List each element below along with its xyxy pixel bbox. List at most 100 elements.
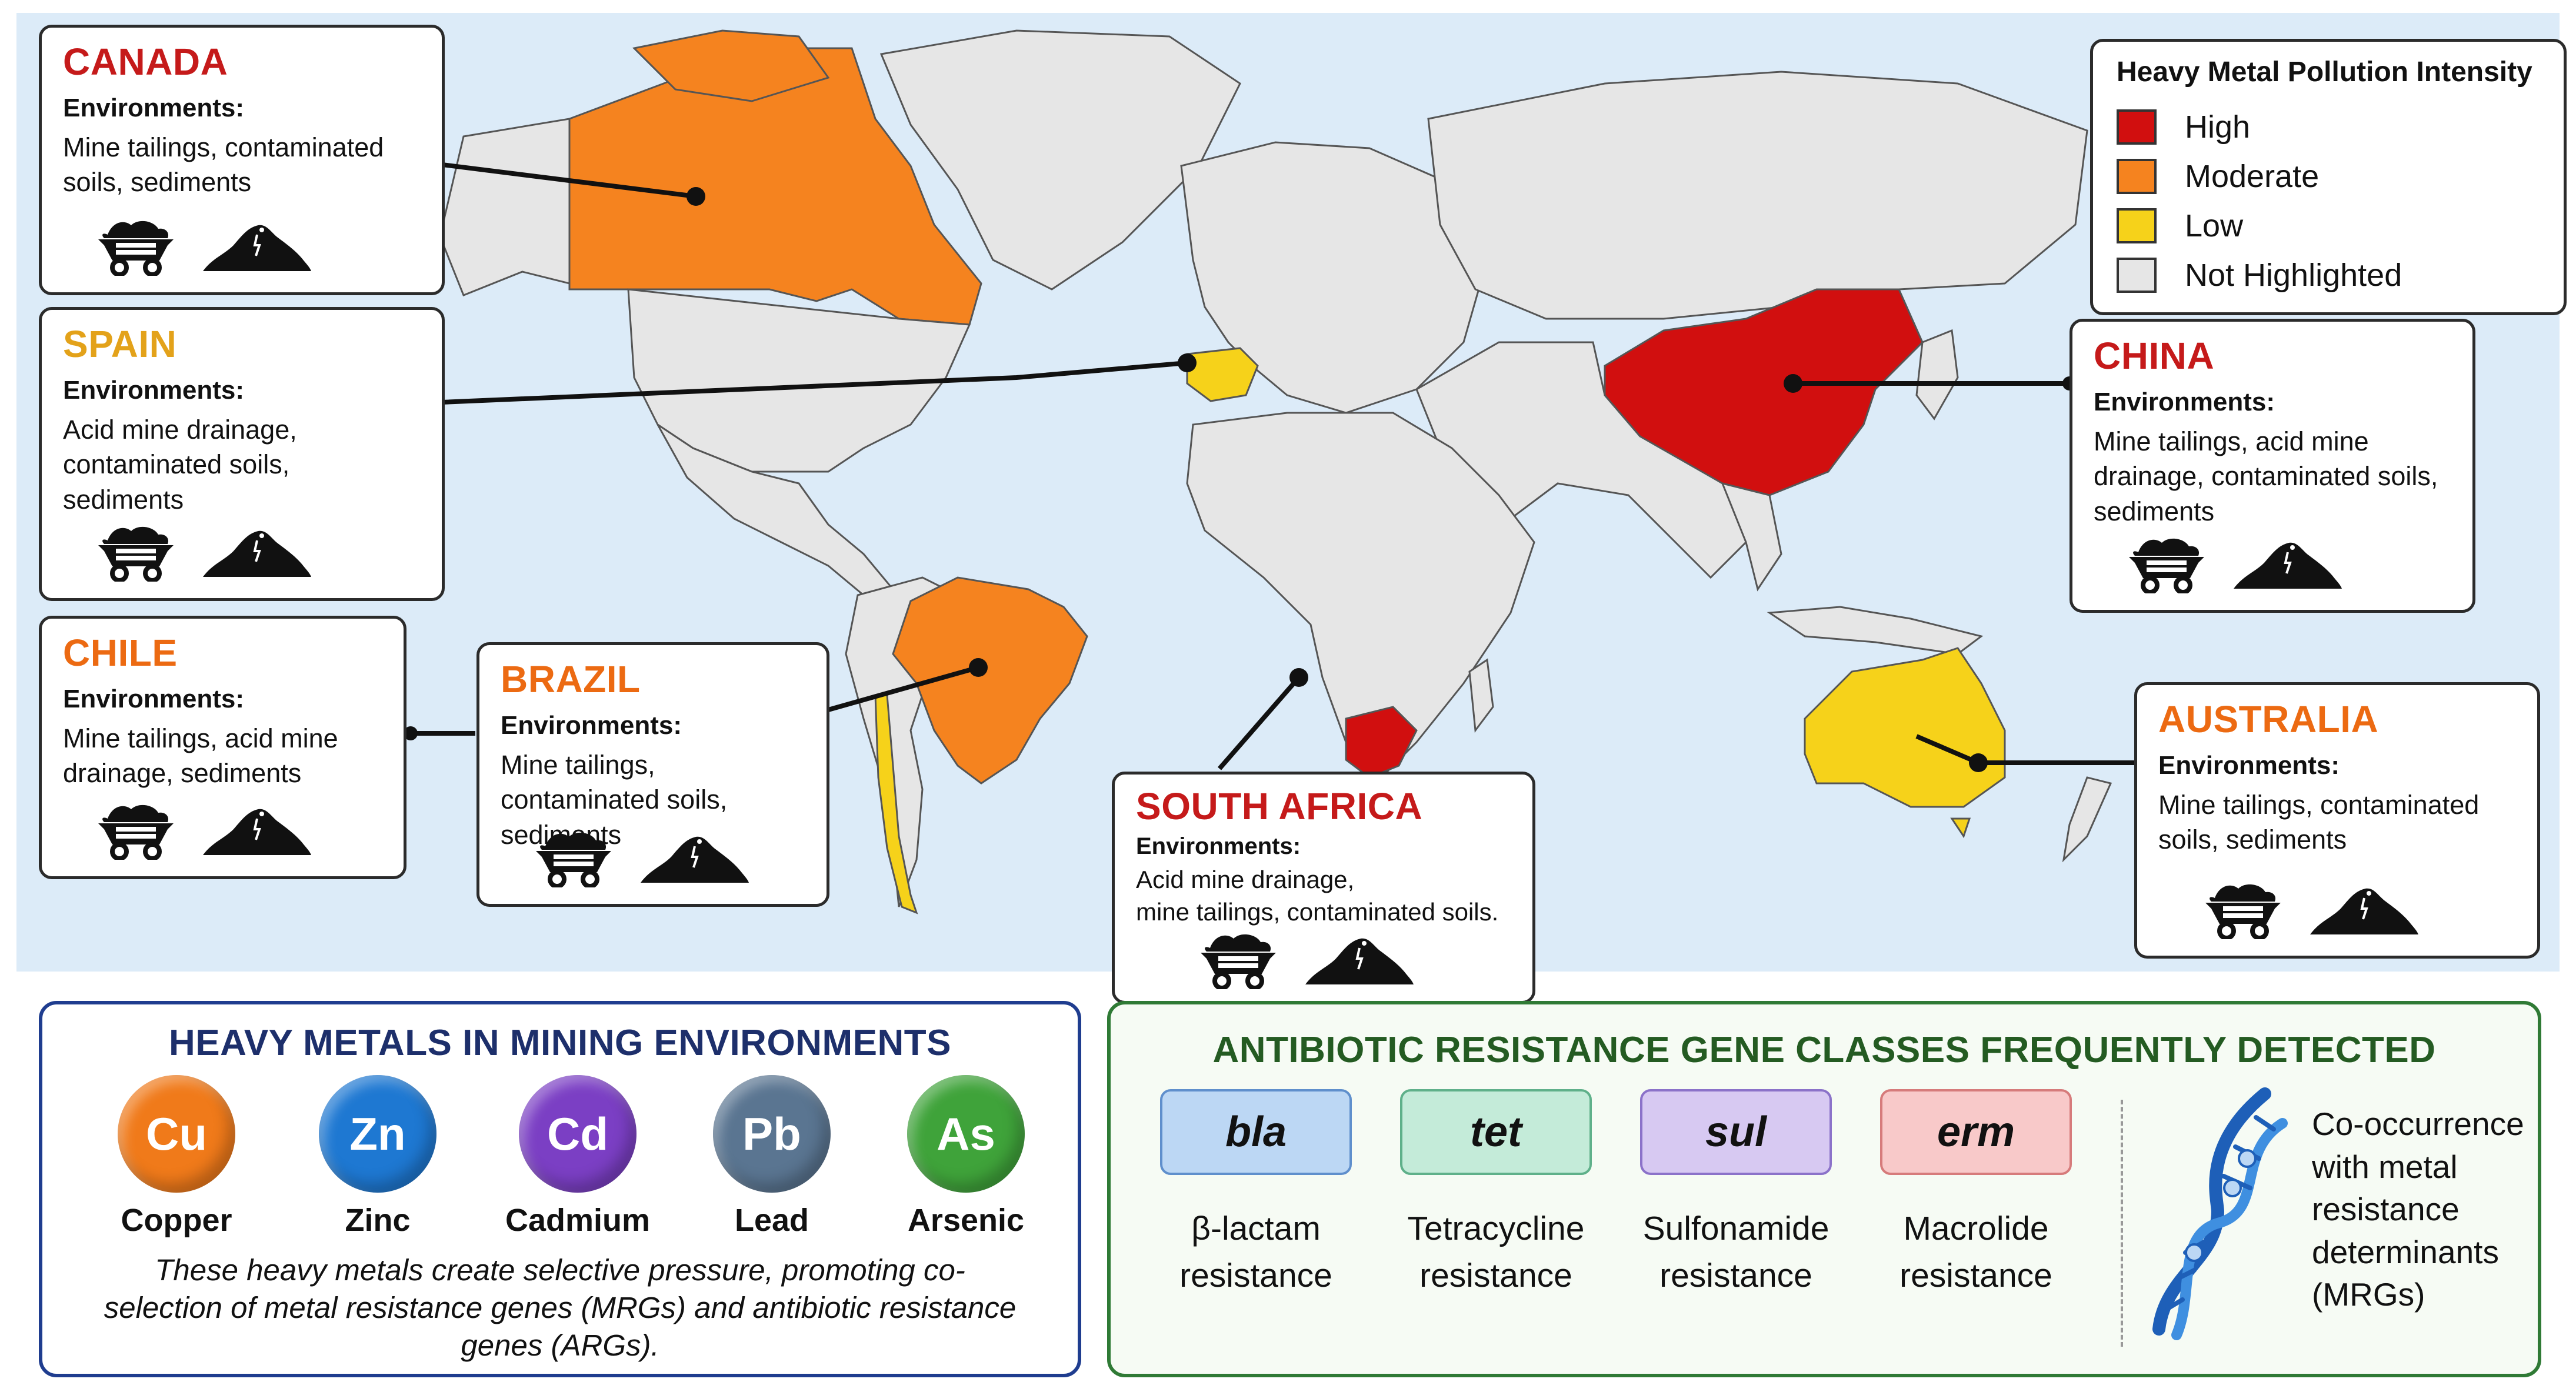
spain-connector	[428, 360, 1188, 405]
mine-cart-icon	[2205, 884, 2281, 939]
mine-cart-icon	[98, 526, 174, 582]
new-zealand-shape	[2062, 776, 2112, 863]
canada-dot	[687, 187, 705, 206]
soil-pile-icon	[203, 225, 311, 271]
canada-env-label: Environments:	[63, 94, 245, 122]
legend-item-high: High	[2117, 102, 2540, 152]
chile-dot	[404, 726, 418, 740]
australia-icons	[2202, 880, 2420, 939]
indonesia-shape	[1767, 606, 1984, 655]
mine-cart-icon	[98, 221, 174, 276]
brazil-env-label: Environments:	[501, 711, 682, 740]
tasmania-shape	[1950, 817, 1971, 839]
arg-divider	[2121, 1100, 2123, 1347]
arg-desc-tet-line1: Tetracycline	[1407, 1210, 1585, 1247]
arg-desc-erm-line2: resistance	[1899, 1256, 2052, 1294]
arg-desc-tet: Tetracycline resistance	[1378, 1206, 1614, 1300]
chile-shape	[874, 694, 918, 914]
china-environments: Mine tailings, acid mine drainage, conta…	[2094, 426, 2438, 526]
metal-copper-name: Copper	[121, 1203, 232, 1238]
metal-arsenic-name: Arsenic	[907, 1203, 1025, 1238]
canada-islands-shape	[632, 29, 830, 102]
alaska-shape	[439, 118, 571, 296]
cooccurrence-text: Co-occurrence with metal resistance dete…	[2312, 1106, 2524, 1313]
arg-box-tet: tet	[1400, 1089, 1592, 1175]
south-africa-connector	[1217, 676, 1301, 770]
legend-item-not-highlighted: Not Highlighted	[2117, 251, 2540, 300]
south-africa-callout: SOUTH AFRICA Environments: Acid mine dra…	[1112, 772, 1535, 1004]
legend-swatch-moderate	[2117, 159, 2157, 194]
usa-shape	[627, 288, 971, 473]
madagascar-shape	[1468, 658, 1494, 733]
brazil-callout: BRAZIL Environments: Mine tailings, cont…	[476, 642, 829, 907]
chile-environments: Mine tailings, acid mine drainage, sedim…	[63, 723, 338, 789]
metal-copper-circle: Cu	[118, 1075, 235, 1193]
mine-cart-icon	[98, 805, 174, 860]
australia-dot	[1969, 753, 1988, 772]
spain-callout: SPAIN Environments: Acid mine drainage, …	[39, 307, 445, 601]
brazil-connector	[827, 665, 979, 712]
arg-box-sul: sul	[1640, 1089, 1832, 1175]
chile-icons	[95, 801, 312, 860]
australia-callout: AUSTRALIA Environments: Mine tailings, c…	[2134, 682, 2540, 959]
legend-item-moderate: Moderate	[2117, 152, 2540, 201]
legend-label-low: Low	[2185, 208, 2244, 243]
legend-swatch-low	[2117, 208, 2157, 243]
canada-environments: Mine tailings, contaminated soils, sedim…	[63, 132, 384, 198]
china-dot	[1784, 374, 1802, 393]
arg-box-erm: erm	[1880, 1089, 2072, 1175]
spain-environments: Acid mine drainage, contaminated soils, …	[63, 415, 297, 515]
arg-desc-sul: Sulfonamide resistance	[1618, 1206, 1854, 1300]
legend-label-moderate: Moderate	[2185, 159, 2320, 194]
south-africa-icons	[1197, 930, 1415, 989]
metal-lead-circle: Pb	[713, 1075, 831, 1193]
canada-icons	[95, 217, 312, 276]
brazil-dot	[969, 658, 988, 677]
spain-shape	[1186, 347, 1259, 402]
arg-box-bla: bla	[1160, 1089, 1352, 1175]
metals-panel-title: HEAVY METALS IN MINING ENVIRONMENTS	[169, 1023, 951, 1063]
japan-shape	[1915, 329, 1959, 420]
metal-zinc-circle: Zn	[319, 1075, 436, 1193]
canada-connector	[428, 161, 697, 199]
soil-pile-icon	[1305, 938, 1414, 984]
australia-shape	[1804, 647, 2006, 808]
soil-pile-icon	[203, 530, 311, 577]
map-svg	[396, 29, 2134, 914]
south-africa-name: SOUTH AFRICA	[1136, 785, 1423, 827]
russia-shape	[1427, 71, 2088, 320]
chile-name: CHILE	[63, 632, 178, 674]
spain-name: SPAIN	[63, 323, 177, 365]
spain-dot	[1178, 353, 1197, 372]
spain-icons	[95, 523, 312, 582]
greenland-shape	[879, 29, 1241, 291]
legend-swatch-high	[2117, 109, 2157, 145]
europe-shape	[1180, 141, 1488, 414]
china-callout: CHINA Environments: Mine tailings, acid …	[2070, 319, 2475, 613]
china-shape	[1604, 288, 1924, 496]
arg-desc-tet-line2: resistance	[1419, 1256, 1572, 1294]
metal-cadmium-circle: Cd	[519, 1075, 636, 1193]
south-africa-env-label: Environments:	[1136, 833, 1301, 859]
brazil-name: BRAZIL	[501, 658, 641, 700]
arg-desc-sul-line1: Sulfonamide	[1642, 1210, 1829, 1247]
arg-classes-panel: ANTIBIOTIC RESISTANCE GENE CLASSES FREQU…	[1107, 1001, 2541, 1377]
mine-cart-icon	[2129, 538, 2204, 593]
arg-desc-sul-line2: resistance	[1659, 1256, 1812, 1294]
australia-name: AUSTRALIA	[2158, 698, 2379, 740]
soil-pile-icon	[203, 809, 311, 855]
pollution-legend: Heavy Metal Pollution Intensity High Mod…	[2090, 39, 2567, 315]
chile-env-label: Environments:	[63, 685, 245, 713]
chile-callout: CHILE Environments: Mine tailings, acid …	[39, 616, 406, 879]
south-africa-env-line2: mine tailings, contaminated soils.	[1136, 898, 1499, 926]
southeast-asia-shape	[1721, 482, 1782, 592]
australia-env-label: Environments:	[2158, 751, 2340, 780]
soil-pile-icon	[2234, 542, 2342, 589]
legend-title: Heavy Metal Pollution Intensity	[2117, 56, 2532, 88]
